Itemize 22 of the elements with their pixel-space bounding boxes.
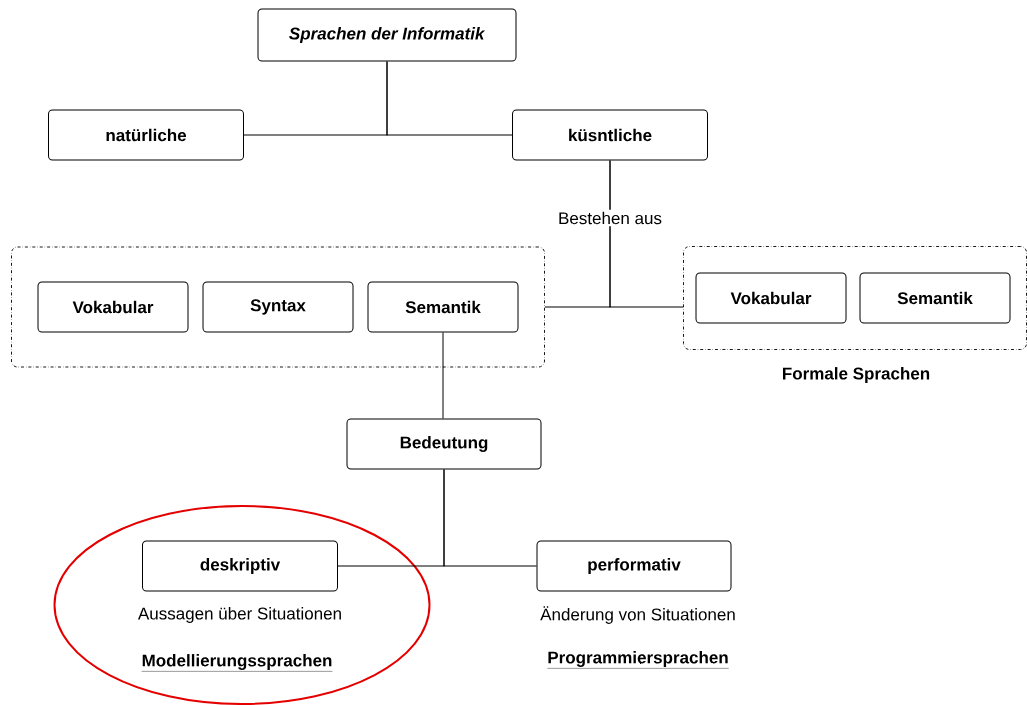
connector-line	[442, 332, 444, 419]
group-heading: Programmiersprachen	[547, 651, 729, 669]
ellipse-heading: Modellierungssprachen	[141, 654, 333, 672]
text-box: küsntliche	[512, 109, 708, 161]
edge-label: Bestehen aus	[556, 209, 664, 227]
text-box: Semantik	[367, 281, 519, 333]
text-box: deskriptiv	[142, 540, 338, 592]
connector-line	[443, 469, 537, 567]
text-box: Vokabular	[37, 281, 189, 333]
connector-line	[386, 61, 513, 136]
node-caption: Änderung von Situationen	[540, 606, 735, 624]
text-box: performativ	[536, 540, 732, 592]
text-box: Vokabular	[695, 272, 847, 324]
group-frame	[11, 246, 545, 368]
group-heading: Formale Sprachen	[783, 367, 930, 383]
text-box: natürliche	[48, 109, 244, 161]
node-caption: Aussagen über Situationen	[137, 607, 341, 623]
connector-line	[609, 160, 684, 308]
text-box: Sprachen der Informatik	[257, 8, 517, 62]
text-box: Syntax	[202, 281, 354, 333]
text-box: Bedeutung	[346, 418, 542, 470]
text-box: Semantik	[859, 272, 1011, 324]
